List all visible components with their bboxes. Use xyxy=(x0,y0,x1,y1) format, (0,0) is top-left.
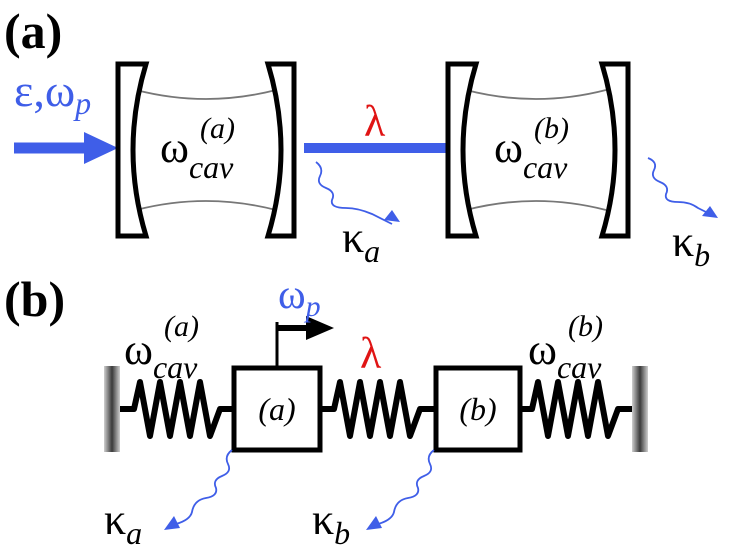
cavity-b-sub: cav xyxy=(523,149,568,185)
panel-b: (b) (a) (b) ωp λ ωcav (a) ωcav xyxy=(4,271,648,551)
cavity-a-beam-bottom xyxy=(135,200,277,211)
cavity-b-sup: (b) xyxy=(534,112,569,145)
decay-arrow-mass-b xyxy=(366,449,435,530)
panel-a-label: (a) xyxy=(4,3,62,59)
decay-label-a: κa xyxy=(342,213,380,269)
spring-middle xyxy=(320,379,436,439)
cavity-b-beam-bottom xyxy=(465,200,607,211)
mass-a-label: (a) xyxy=(258,391,295,427)
drive-label: ωp xyxy=(278,272,321,323)
decay-label-mass-b: κb xyxy=(312,495,350,551)
cavity-b-freq: ωcav xyxy=(494,123,568,185)
spring-right xyxy=(520,379,632,439)
decay-label-mass-a: κa xyxy=(104,495,142,551)
drive-arrow xyxy=(275,316,334,368)
cavity-a-freq: ωcav xyxy=(160,123,234,185)
mass-a xyxy=(231,365,323,453)
spring-b-sup: (b) xyxy=(568,310,603,343)
mass-b xyxy=(433,365,523,453)
spring-a-freq: ωcav xyxy=(124,325,198,385)
decay-b-sub: b xyxy=(694,237,710,273)
spring-a-sub: cav xyxy=(153,349,198,385)
wall-right xyxy=(632,366,648,452)
coupling-label-a: λ xyxy=(364,97,386,146)
cavity-a-beam-top xyxy=(135,89,277,100)
spring-a-symbol: ω xyxy=(124,325,153,374)
spring-b-sub: cav xyxy=(557,349,602,385)
cavity-b: ωcav (b) xyxy=(445,61,631,239)
coupling-label-b: λ xyxy=(360,329,382,378)
cavity-b-symbol: ω xyxy=(494,123,523,172)
spring-a-sup: (a) xyxy=(164,310,199,343)
spring-left xyxy=(120,379,234,439)
decay-a-symbol: κ xyxy=(342,213,364,262)
decay-arrow-a xyxy=(315,161,400,225)
decay-arrow-b xyxy=(647,157,718,218)
decay-mass-a-symbol: κ xyxy=(104,495,126,544)
cavity-a-sub: cav xyxy=(189,149,234,185)
cavity-b-beam-top xyxy=(465,89,607,100)
panel-a: (a) ε,ωp λ ωcav (a) xyxy=(4,3,718,273)
decay-a-sub: a xyxy=(364,233,380,269)
decay-arrow-mass-a xyxy=(164,449,233,530)
drive-sub: p xyxy=(304,290,321,323)
coupling-bar xyxy=(304,143,456,153)
mirror-b-right xyxy=(598,61,631,239)
pump-symbol: ε,ω xyxy=(14,65,75,116)
mirror-b-left xyxy=(445,61,480,239)
mirror-a-left xyxy=(115,61,150,239)
decay-mass-a-sub: a xyxy=(126,515,142,551)
cavity-a-sup: (a) xyxy=(200,112,235,145)
mass-b-label: (b) xyxy=(459,391,496,427)
decay-label-b: κb xyxy=(672,217,710,273)
mirror-a-right xyxy=(264,61,297,239)
decay-mass-b-sub: b xyxy=(334,515,350,551)
cavity-a: ωcav (a) xyxy=(115,61,297,239)
cavity-a-symbol: ω xyxy=(160,123,189,172)
pump-arrow xyxy=(14,132,118,164)
panel-b-label: (b) xyxy=(4,271,65,327)
decay-mass-b-symbol: κ xyxy=(312,495,334,544)
spring-b-symbol: ω xyxy=(528,325,557,374)
decay-b-symbol: κ xyxy=(672,217,694,266)
pump-subscript: p xyxy=(73,85,91,121)
pump-label: ε,ωp xyxy=(14,65,91,121)
drive-symbol: ω xyxy=(278,272,306,318)
wall-left xyxy=(104,366,120,452)
spring-b-freq: ωcav xyxy=(528,325,602,385)
